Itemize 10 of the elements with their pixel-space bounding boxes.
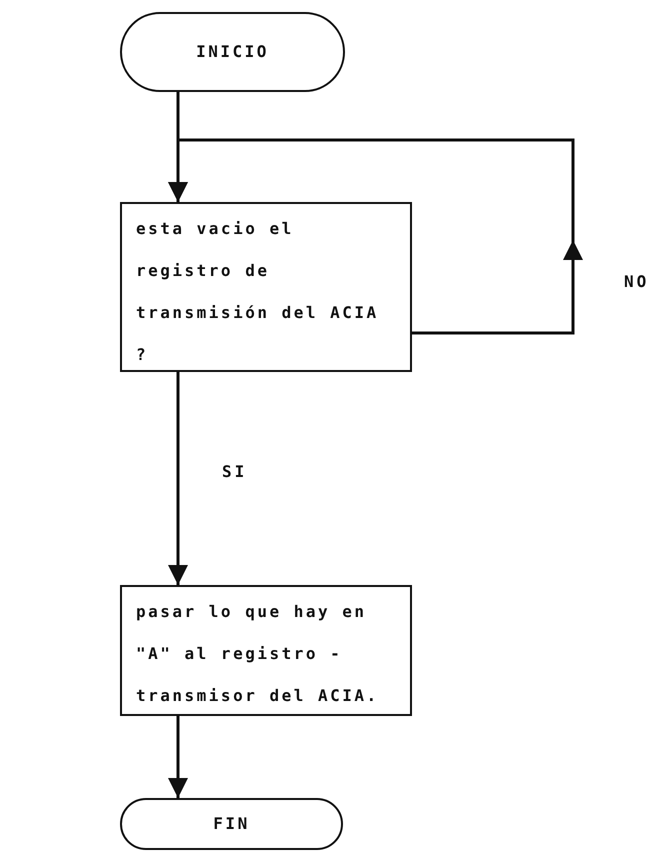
terminal-shape <box>120 798 343 850</box>
arrow <box>168 372 188 585</box>
node-text: esta vacio el registro de transmisión del ACIA ? <box>136 218 380 366</box>
process-box <box>120 202 412 372</box>
node-text: FIN <box>213 813 250 835</box>
arrow <box>168 138 583 334</box>
node-text: INICIO <box>196 41 269 63</box>
arrow <box>168 716 188 798</box>
node-text: pasar lo que hay en "A" al registro - transmisor del ACIA. <box>136 601 380 707</box>
process-box <box>120 585 412 716</box>
